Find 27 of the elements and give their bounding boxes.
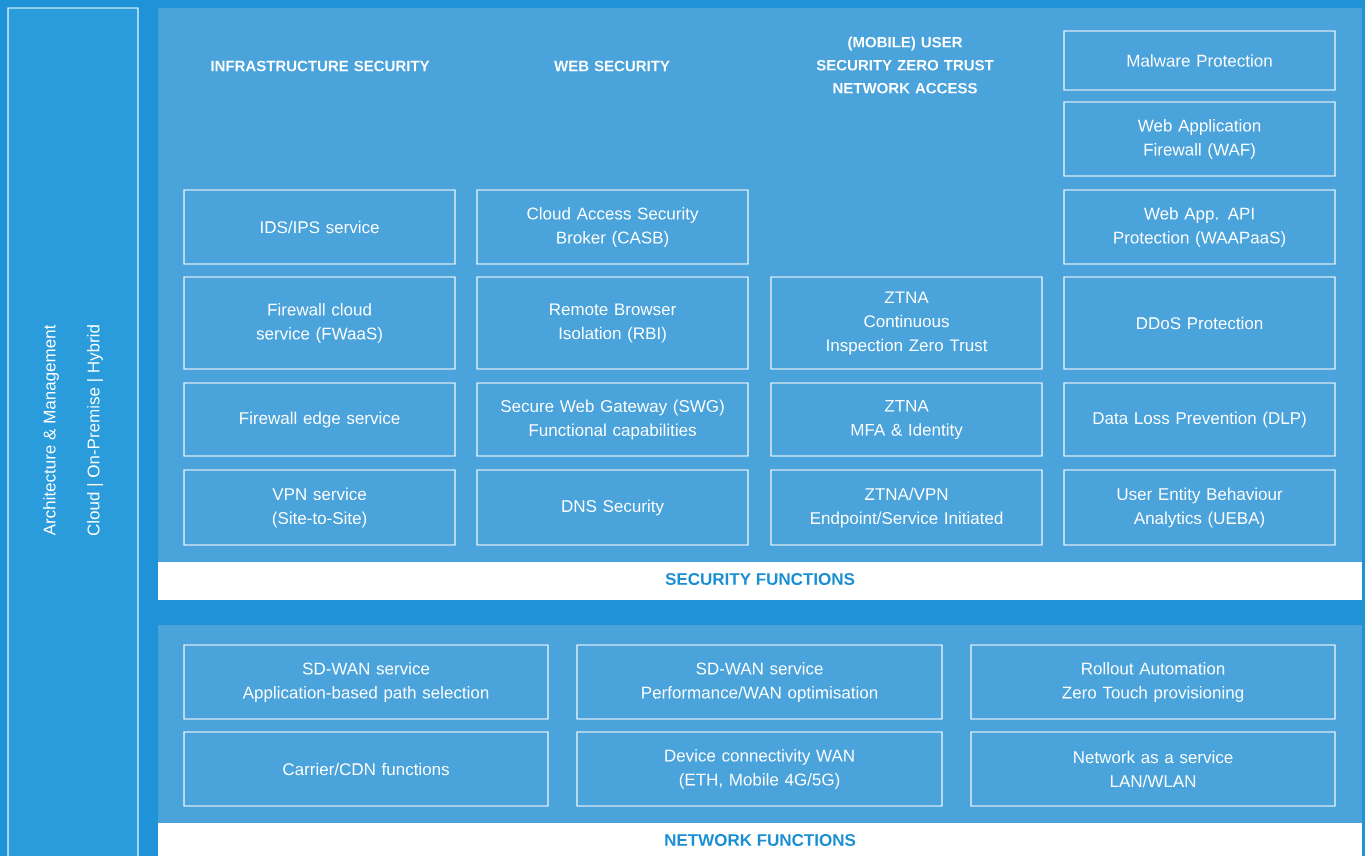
column-heading: WEB SECURITY — [554, 60, 670, 72]
function-box: Malware Protection — [1063, 30, 1336, 91]
function-box: ZTNA Continuous Inspection Zero Trust — [770, 276, 1043, 370]
function-box: Cloud Access Security Broker (CASB) — [476, 189, 749, 265]
function-box: User Entity Behaviour Analytics (UEBA) — [1063, 469, 1336, 546]
function-box: SD-WAN service Application-based path selection — [183, 644, 549, 720]
function-box: Web Application Firewall (WAF) — [1063, 101, 1336, 177]
function-box: Data Loss Prevention (DLP) — [1063, 382, 1336, 457]
function-box: Network as a service LAN/WLAN — [970, 731, 1336, 807]
function-box: Remote Browser Isolation (RBI) — [476, 276, 749, 370]
function-box: Firewall edge service — [183, 382, 456, 457]
side-panel: Architecture & Management Cloud | On-Premise | Hybrid — [7, 7, 139, 856]
function-box: SD-WAN service Performance/WAN optimisation — [576, 644, 943, 720]
function-box: Rollout Automation Zero Touch provisioning — [970, 644, 1336, 720]
function-box: IDS/IPS service — [183, 189, 456, 265]
function-box: Web App. API Protection (WAAPaaS) — [1063, 189, 1336, 265]
column-heading: (MOBILE) USER SECURITY ZERO TRUST NETWORK ACCESS — [816, 36, 994, 94]
function-box: ZTNA/VPN Endpoint/Service Initiated — [770, 469, 1043, 546]
function-box: VPN service (Site-to-Site) — [183, 469, 456, 546]
function-box: DNS Security — [476, 469, 749, 546]
function-box: DDoS Protection — [1063, 276, 1336, 370]
function-box: Firewall cloud service (FWaaS) — [183, 276, 456, 370]
function-box: Device connectivity WAN (ETH, Mobile 4G/5G) — [576, 731, 943, 807]
function-box: Secure Web Gateway (SWG) Functional capabilities — [476, 382, 749, 457]
function-box: Carrier/CDN functions — [183, 731, 549, 807]
column-heading: INFRASTRUCTURE SECURITY — [211, 60, 430, 72]
function-box: ZTNA MFA & Identity — [770, 382, 1043, 457]
